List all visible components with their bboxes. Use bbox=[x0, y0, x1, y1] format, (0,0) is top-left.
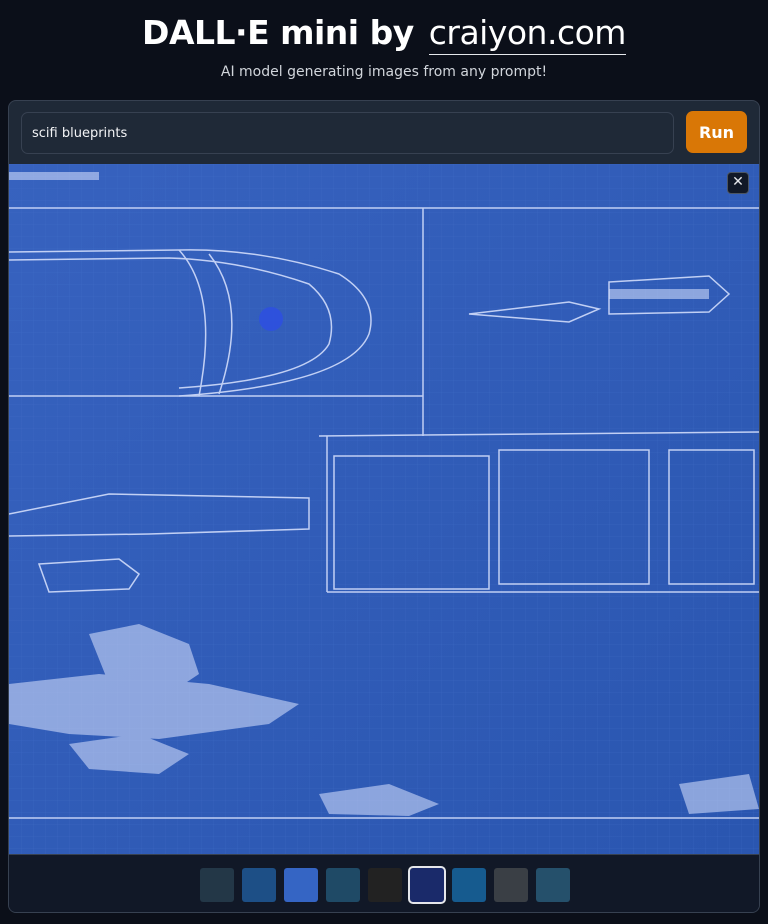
thumbnail[interactable] bbox=[452, 868, 486, 902]
thumbnail-strip bbox=[9, 854, 759, 912]
thumbnail[interactable] bbox=[368, 868, 402, 902]
blueprint-image bbox=[9, 164, 759, 854]
generated-image: ✕ bbox=[9, 164, 759, 854]
site-link[interactable]: craiyon.com bbox=[428, 13, 626, 55]
page-header: DALL·E mini by craiyon.com AI model gene… bbox=[0, 0, 768, 88]
prompt-input[interactable] bbox=[21, 112, 674, 154]
close-icon[interactable]: ✕ bbox=[727, 172, 749, 194]
run-button[interactable]: Run bbox=[686, 111, 747, 153]
thumbnail[interactable] bbox=[536, 868, 570, 902]
thumbnail[interactable] bbox=[242, 868, 276, 902]
thumbnail[interactable] bbox=[326, 868, 360, 902]
generator-panel: Run bbox=[8, 100, 760, 913]
thumbnail[interactable] bbox=[284, 868, 318, 902]
prompt-row: Run bbox=[21, 111, 747, 155]
page-subtitle: AI model generating images from any prom… bbox=[220, 64, 548, 80]
page-title: DALL·E mini by craiyon.com bbox=[0, 12, 768, 55]
title-prefix: DALL·E mini by bbox=[142, 13, 414, 52]
thumbnail-selected[interactable] bbox=[408, 866, 446, 904]
thumbnail[interactable] bbox=[200, 868, 234, 902]
thumbnail[interactable] bbox=[494, 868, 528, 902]
